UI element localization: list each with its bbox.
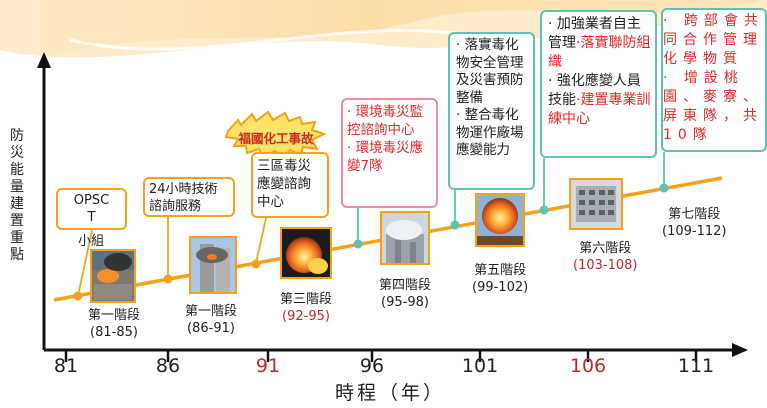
stage-name: 第四階段 (379, 278, 432, 293)
stage-label-4: 第四階段 (95-98) (379, 277, 431, 311)
tick-label: 91 (255, 355, 281, 377)
x-axis-arrow (732, 343, 748, 357)
stage-years: (95-98) (381, 295, 429, 310)
tick-label: 81 (53, 355, 79, 377)
stage-name: 第六階段 (579, 241, 632, 256)
callout-stage6: · 加強業者自主管理·落實聯防組織 · 強化應變人員技能·建置專業訓練中心 (540, 10, 657, 158)
stage-years: (92-95) (282, 309, 330, 324)
callout-opsct-line1: OPSC (73, 193, 110, 208)
tick-label: 106 (569, 355, 607, 377)
callout-stage5-item: · 整合毒化物運作廠場應變能力 (456, 107, 524, 158)
timeline-nodes (73, 183, 669, 301)
stage-years: (81-85) (90, 325, 138, 340)
x-axis-ticks (64, 350, 698, 362)
stage-years: (86-91) (187, 321, 235, 336)
callout-stage7-item: · 跨部會共同合作管理化學物質 (663, 13, 764, 67)
stage-label-2: 第一階段 (86-91) (185, 303, 237, 337)
photo-stage1 (90, 249, 136, 303)
node-stage1 (73, 291, 83, 301)
callout-stage4-item: · 環境毒災應變7隊 (347, 140, 424, 174)
y-axis-label: 防災能量建置重點 (10, 128, 24, 263)
stage-years: (99-102) (472, 280, 529, 295)
photo-stage6 (569, 178, 623, 230)
stage-name: 第一階段 (185, 304, 238, 319)
callout-stage6-item: · 強化應變人員技能·建置專業訓練中心 (548, 73, 651, 127)
node-stage3 (251, 259, 261, 269)
callout-stage5-item: · 落實毒化物安全管理及災害預防整備 (456, 37, 524, 106)
tick-label: 101 (461, 355, 499, 377)
stage-label-3: 第三階段 (92-95) (280, 291, 332, 325)
event-burst (224, 110, 327, 160)
callout-stage6-item: · 加強業者自主管理·落實聯防組織 (548, 16, 651, 70)
y-axis-arrow (37, 52, 51, 68)
tick-label: 111 (677, 355, 715, 377)
callout-three-region: 三區毒災應變諮詢中心 (251, 152, 329, 218)
callout-opsct: OPSC T (56, 188, 127, 230)
node-stage7 (659, 183, 669, 193)
node-stage6 (539, 205, 549, 215)
stage-name: 第一階段 (88, 308, 141, 323)
callout-opsct-overflow: 小組 (78, 234, 105, 249)
callout-connectors (77, 152, 665, 297)
stage-years: (103-108) (573, 258, 638, 273)
callout-stage4-item: · 環境毒災監控諮詢中心 (347, 104, 424, 138)
callout-stage7-item: · 增設桃園、麥寮、屏東隊，共10隊 (663, 70, 763, 143)
event-burst-label: 福國化工事故 (238, 131, 314, 146)
photo-stage3 (280, 227, 332, 279)
node-stage5 (450, 220, 460, 230)
stage-label-5: 第五階段 (99-102) (472, 262, 528, 296)
stage-label-1: 第一階段 (81-85) (88, 307, 140, 341)
node-stage4 (353, 239, 363, 249)
photo-stage2 (189, 236, 237, 294)
photo-stage5 (475, 193, 525, 247)
stage-years: (109-112) (662, 224, 727, 239)
callout-stage4: · 環境毒災監控諮詢中心 · 環境毒災應變7隊 (341, 98, 438, 208)
node-stage2 (163, 274, 173, 284)
callout-opsct-line2: T (87, 210, 96, 225)
stage-label-7: 第七階段 (109-112) (662, 206, 726, 240)
stage-name: 第五階段 (474, 263, 527, 278)
callout-24h-consult: 24小時技術諮詢服務 (143, 177, 235, 217)
tick-label: 86 (155, 355, 181, 377)
stage-name: 第七階段 (668, 207, 721, 222)
x-axis-label: 時程（年） (335, 382, 446, 404)
tick-label: 96 (359, 355, 385, 377)
photo-stage4 (380, 211, 430, 265)
callout-stage5: · 落實毒化物安全管理及災害預防整備 · 整合毒化物運作廠場應變能力 (448, 32, 535, 190)
stage-label-6: 第六階段 (103-108) (573, 240, 637, 274)
axes (37, 52, 748, 362)
callout-stage7: · 跨部會共同合作管理化學物質 · 增設桃園、麥寮、屏東隊，共10隊 (661, 8, 767, 152)
stage-name: 第三階段 (280, 292, 333, 307)
